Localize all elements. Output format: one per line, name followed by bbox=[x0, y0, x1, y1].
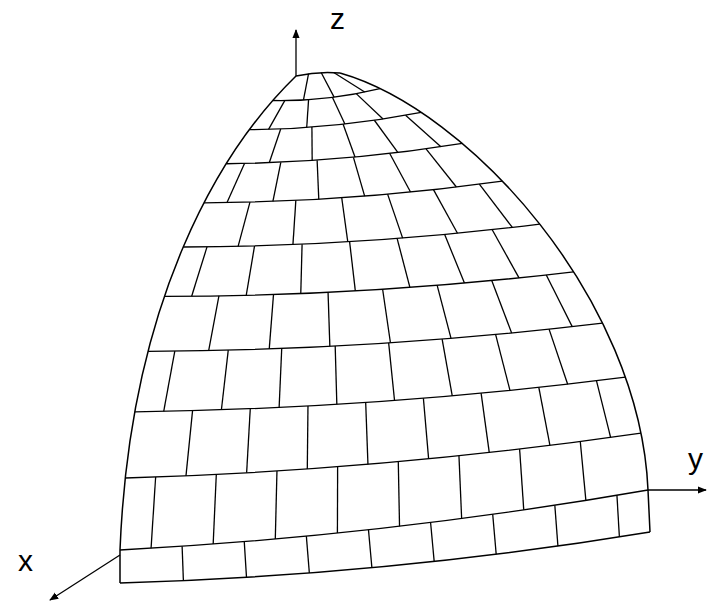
brick-joint-line bbox=[192, 247, 207, 296]
brick-joint-line bbox=[459, 456, 462, 519]
brick-course-line bbox=[204, 181, 502, 203]
brick-joint-line bbox=[368, 530, 371, 568]
brick-joint-line bbox=[151, 477, 156, 548]
brick-joint-line bbox=[186, 411, 193, 476]
brick-joint-line bbox=[398, 462, 399, 526]
x-axis bbox=[50, 555, 120, 600]
brick-joint-line bbox=[343, 124, 355, 157]
brick-joint-line bbox=[337, 467, 339, 533]
brick-joint-line bbox=[317, 160, 319, 199]
brick-joint-line bbox=[307, 100, 309, 128]
brick-joint-line bbox=[481, 393, 489, 452]
brick-joint-line bbox=[328, 292, 330, 346]
brick-joint-line bbox=[423, 398, 428, 459]
brick-joint-line bbox=[293, 200, 296, 244]
brick-lines bbox=[120, 73, 648, 581]
brick-joint-line bbox=[433, 190, 457, 234]
brick-joint-line bbox=[431, 522, 435, 561]
y-axis bbox=[648, 489, 706, 490]
brick-joint-line bbox=[546, 275, 572, 327]
brick-joint-line bbox=[580, 442, 586, 501]
brick-joint-line bbox=[555, 505, 558, 546]
brick-joint-line bbox=[311, 127, 313, 160]
brick-joint-line bbox=[442, 339, 452, 396]
brick-joint-line bbox=[301, 244, 302, 293]
brick-joint-line bbox=[269, 295, 273, 349]
brick-joint-line bbox=[492, 230, 519, 278]
brick-joint-line bbox=[353, 157, 364, 196]
brick-joint-line bbox=[406, 115, 441, 147]
brick-joint-line bbox=[388, 194, 403, 238]
brick-joint-line bbox=[397, 239, 410, 288]
brick-joint-line bbox=[426, 149, 456, 187]
brick-joint-line bbox=[275, 471, 277, 539]
dome-outline-left bbox=[120, 76, 296, 583]
z-axis bbox=[295, 30, 296, 76]
brick-course-line bbox=[273, 89, 380, 101]
axis-label: y bbox=[688, 444, 703, 474]
brick-joint-line bbox=[227, 163, 244, 202]
brick-joint-line bbox=[332, 97, 344, 124]
brick-course-line bbox=[226, 143, 462, 163]
brick-joint-line bbox=[374, 120, 398, 152]
brick-joint-line bbox=[496, 334, 510, 390]
brick-joint-line bbox=[445, 235, 465, 284]
brick-course-line bbox=[125, 433, 641, 478]
brick-joint-line bbox=[273, 162, 281, 201]
brick-joint-line bbox=[182, 546, 183, 580]
dome-outline-right bbox=[340, 73, 650, 532]
dome-bottom-edge bbox=[120, 532, 650, 583]
axis-label: z bbox=[330, 4, 345, 34]
brick-joint-line bbox=[246, 246, 254, 295]
brick-course-line bbox=[183, 224, 540, 247]
brick-joint-line bbox=[321, 73, 334, 98]
brick-joint-line bbox=[303, 74, 308, 100]
brick-joint-line bbox=[221, 350, 228, 410]
brick-joint-line bbox=[479, 184, 512, 227]
brick-course-line bbox=[148, 323, 602, 351]
brick-joint-line bbox=[342, 198, 348, 242]
brick-joint-line bbox=[269, 129, 280, 163]
brick-joint-line bbox=[279, 348, 282, 407]
brick-joint-line bbox=[389, 343, 395, 401]
brick-course-line bbox=[249, 112, 421, 129]
brick-joint-line bbox=[617, 495, 619, 537]
brick-joint-line bbox=[350, 242, 356, 291]
brick-joint-line bbox=[390, 154, 411, 192]
brick-joint-line bbox=[164, 351, 175, 411]
brick-course-line bbox=[120, 490, 648, 550]
brick-joint-line bbox=[549, 329, 568, 384]
brick-joint-line bbox=[356, 94, 383, 119]
brick-joint-line bbox=[307, 406, 309, 469]
brick-joint-line bbox=[238, 202, 250, 246]
brick-joint-line bbox=[335, 346, 337, 404]
brick-joint-line bbox=[269, 101, 285, 130]
brick-joint-line bbox=[597, 381, 611, 438]
brick-joint-line bbox=[493, 514, 496, 554]
dome-top-edge bbox=[296, 72, 340, 76]
brick-joint-line bbox=[520, 449, 524, 510]
axis-label: x bbox=[18, 546, 33, 576]
brick-joint-line bbox=[209, 296, 219, 351]
brick-joint-line bbox=[383, 289, 391, 342]
brick-course-line bbox=[135, 377, 626, 412]
brick-joint-line bbox=[492, 281, 512, 333]
brick-joint-line bbox=[306, 536, 309, 573]
brick-joint-line bbox=[539, 387, 550, 445]
brick-joint-line bbox=[247, 409, 251, 473]
brick-joint-line bbox=[437, 285, 451, 338]
brick-course-line bbox=[164, 272, 573, 297]
brick-joint-line bbox=[213, 474, 216, 544]
brick-joint-line bbox=[366, 403, 368, 465]
brick-joint-line bbox=[244, 542, 246, 578]
